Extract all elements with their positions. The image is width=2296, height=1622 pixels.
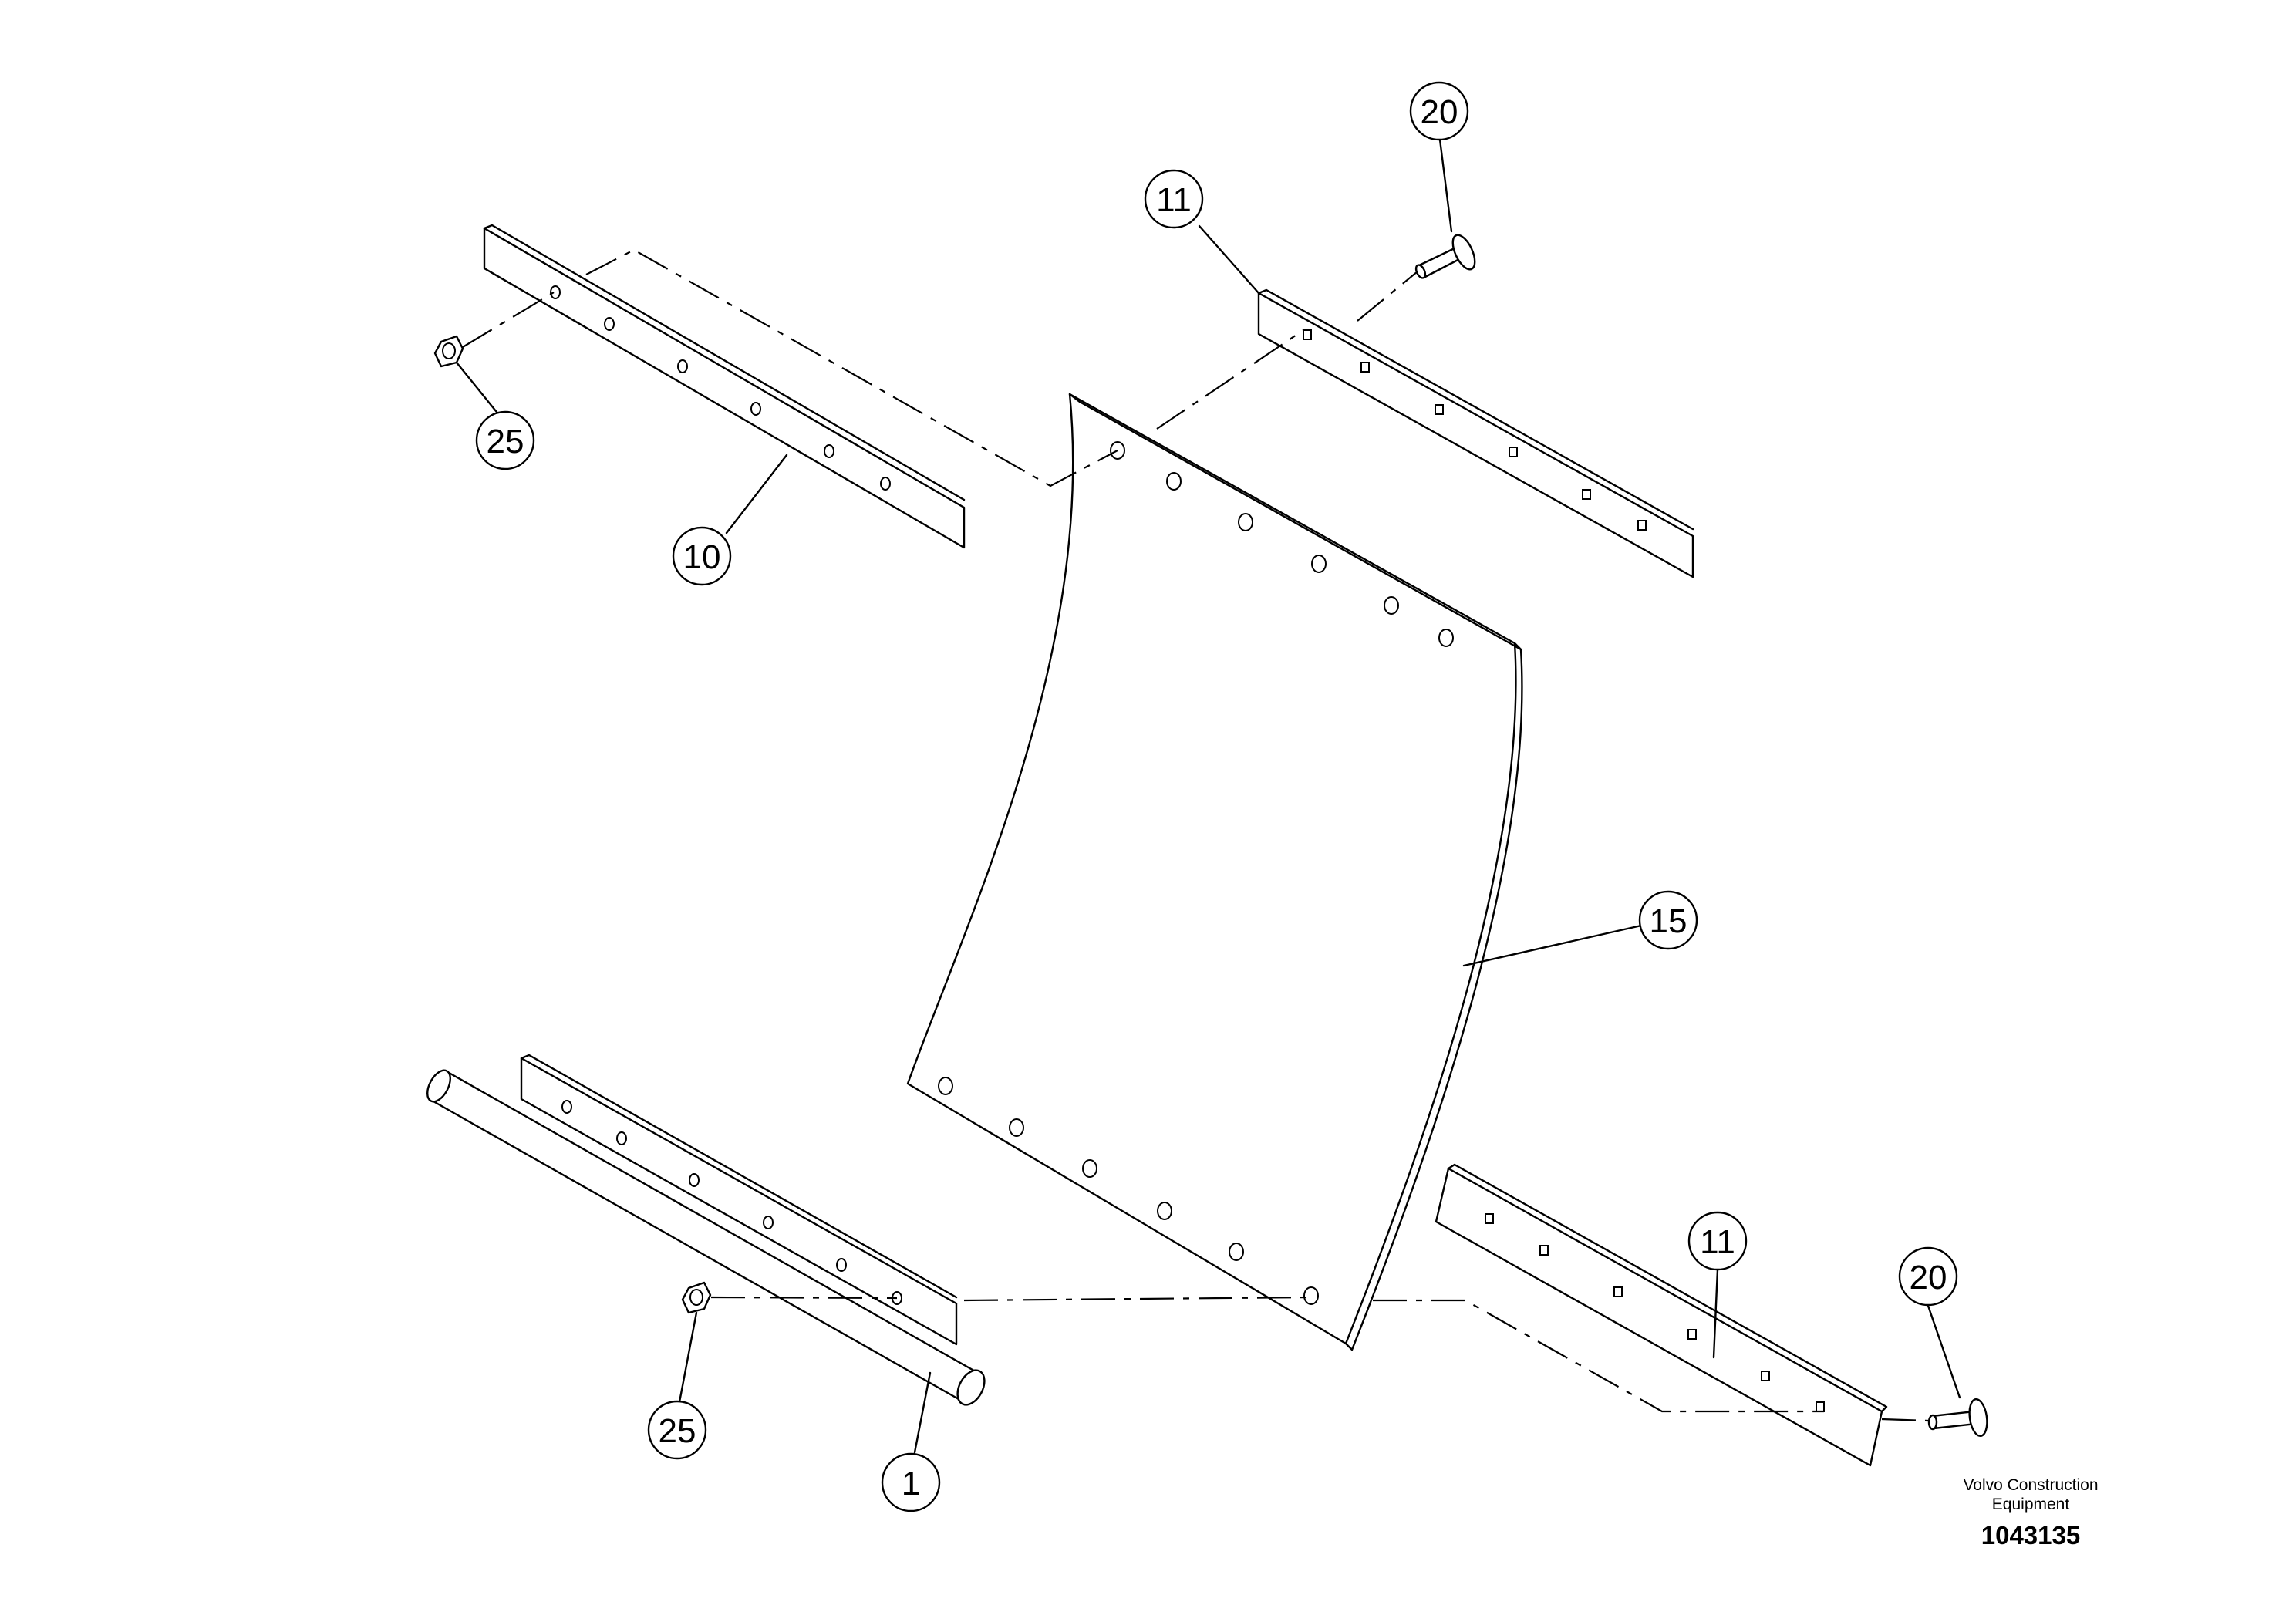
callout-11-bottom: 11 [1687,1211,1748,1271]
callout-20-bottom: 20 [1898,1246,1958,1307]
hex-nut-part-25-bottom [681,1281,712,1314]
round-rod [426,1069,986,1406]
callout-1: 1 [881,1452,941,1512]
alignment-lines [462,248,1929,1422]
credit-line-2: Equipment [1992,1496,2070,1513]
svg-text:10: 10 [683,538,721,576]
svg-text:11: 11 [1156,181,1192,219]
svg-text:25: 25 [487,423,524,460]
svg-text:20: 20 [1421,93,1458,131]
leader-lines [455,138,1961,1454]
flap-bottom-holes [938,1077,1319,1305]
svg-text:1: 1 [902,1465,920,1502]
svg-text:11: 11 [1700,1223,1735,1261]
carriage-bolt-part-20-top [1414,234,1476,279]
svg-text:15: 15 [1650,902,1687,940]
credit-line-1: Volvo Construction [1963,1476,2098,1494]
callout-10: 10 [672,526,732,586]
callout-25-bottom: 25 [647,1400,707,1460]
clamp-strip-part-11-bottom [1435,1163,1888,1467]
strip-10-holes [550,285,891,491]
svg-text:25: 25 [659,1412,696,1450]
hex-nut-part-25-top [433,335,464,368]
rubber-flap-part-15 [906,393,1523,1351]
callout-20-top: 20 [1409,81,1469,141]
clamp-strip-part-10 [483,224,966,549]
rod-strip-part-1 [426,1054,986,1406]
strip-11-bottom-square-holes [1485,1213,1825,1412]
clamp-strip-part-11-top [1257,288,1694,578]
flap-top-holes [1110,441,1454,647]
drawing-number: 1043135 [1981,1521,2080,1549]
callout-11-top: 11 [1144,169,1204,229]
credit-block: Volvo Construction Equipment 1043135 [1963,1476,2098,1549]
carriage-bolt-part-20-bottom [1927,1398,1988,1438]
strip-11-top-square-holes [1303,329,1647,531]
callout-15: 15 [1638,890,1698,950]
svg-text:20: 20 [1910,1259,1947,1297]
callout-25-top: 25 [475,410,535,470]
